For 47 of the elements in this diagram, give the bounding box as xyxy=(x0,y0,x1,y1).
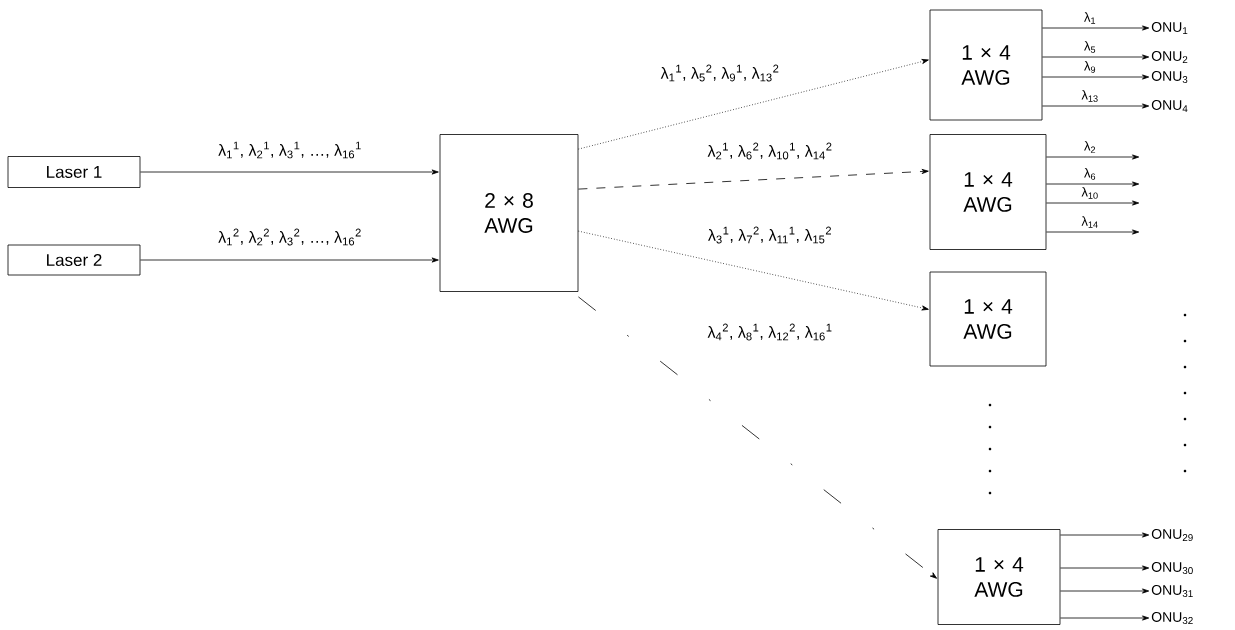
edge-label: λ$_{2}$ xyxy=(1083,140,1098,154)
arrow xyxy=(578,296,937,579)
output-arrow xyxy=(1042,54,1150,60)
arrow xyxy=(140,169,439,175)
output-arrow xyxy=(1046,154,1140,160)
output-arrow xyxy=(1046,229,1140,235)
output-arrow xyxy=(1060,588,1150,594)
wavelength-label: λ$_{4}$$^{2}$, λ$_{8}$$^{1}$, λ$_{12}$$^{2}$, λ$_{16}$1 xyxy=(707,323,832,341)
onu-label: ONU$_{31}$ xyxy=(1151,585,1193,597)
onu-label: ONU$_{1}$ xyxy=(1151,22,1188,34)
arrow xyxy=(140,257,439,263)
arrow xyxy=(578,230,929,311)
output-arrow xyxy=(1060,565,1150,571)
output-arrow xyxy=(1042,25,1150,31)
awg-box: 1 × 4 AWG xyxy=(929,134,1047,250)
edge-label: λ$_{1}$$^{2}$, λ$_{2}$$^{2}$, λ$_{3}$$^{2}$, …, λ$_{16}$2 xyxy=(217,227,363,247)
output-arrow xyxy=(1046,200,1140,206)
laser-box: Laser 1 xyxy=(7,156,141,188)
awg-box: 1 × 4 AWG xyxy=(937,529,1061,625)
onu-label: ONU$_{2}$ xyxy=(1151,51,1188,63)
output-arrow xyxy=(1042,103,1150,109)
edge-label: λ$_{3}$$^{1}$, λ$_{7}$$^{2}$, λ$_{11}$$^{1}$, λ$_{15}$2 xyxy=(706,225,834,245)
edge-label: λ$_{2}$$^{1}$, λ$_{6}$$^{2}$, λ$_{10}$$^{1}$, λ$_{14}$2 xyxy=(706,141,834,161)
output-arrow xyxy=(1060,615,1150,621)
edge-label: λ$_{6}$ xyxy=(1083,167,1098,181)
edge-label: λ$_{13}$ xyxy=(1080,89,1100,103)
awg-box: 1 × 4 AWG xyxy=(929,9,1043,121)
edge-label: λ$_{10}$ xyxy=(1080,186,1100,200)
edge-label: λ$_{5}$ xyxy=(1083,40,1098,54)
onu-label: ONU$_{32}$ xyxy=(1151,612,1193,624)
awg-box: 2 × 8 AWG xyxy=(439,134,579,292)
output-arrow xyxy=(1046,181,1140,187)
arrow xyxy=(578,59,929,150)
arrow xyxy=(578,168,929,190)
laser-box: Laser 2 xyxy=(7,244,141,276)
output-arrow xyxy=(1060,532,1150,538)
output-arrow xyxy=(1042,74,1150,80)
onu-label: ONU$_{29}$ xyxy=(1151,529,1193,541)
awg-box: 1 × 4 AWG xyxy=(929,271,1047,367)
onu-label: ONU$_{30}$ xyxy=(1151,562,1193,574)
onu-label: ONU$_{3}$ xyxy=(1151,71,1188,83)
edge-label: λ$_{9}$ xyxy=(1083,60,1098,74)
edge-label: λ$_{14}$ xyxy=(1080,215,1100,229)
edge-label: λ$_{1}$ xyxy=(1083,11,1098,25)
onu-label: ONU$_{4}$ xyxy=(1151,100,1188,112)
edge-label: λ$_{1}$$^{1}$, λ$_{5}$$^{2}$, λ$_{9}$$^{1}$, λ$_{13}$2 xyxy=(659,63,781,83)
edge-label: λ$_{1}$$^{1}$, λ$_{2}$$^{1}$, λ$_{3}$$^{1}$, …, λ$_{16}$1 xyxy=(217,140,363,160)
